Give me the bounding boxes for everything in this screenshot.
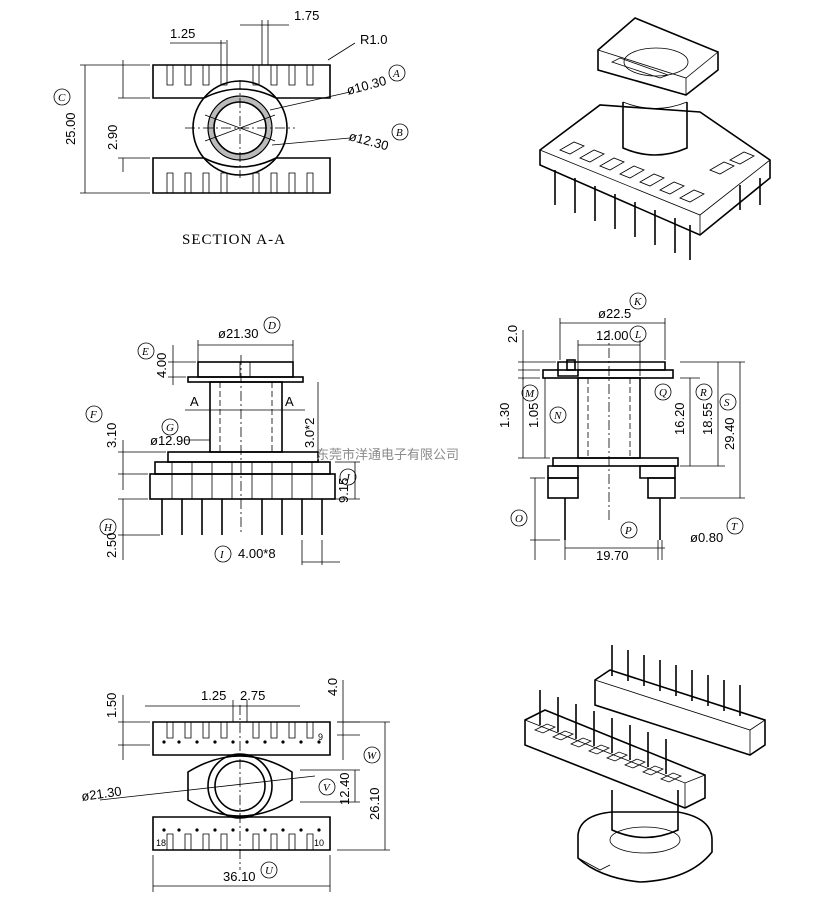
dim-3-0x2: 3.0*2 xyxy=(302,418,317,448)
balloon-e xyxy=(137,342,155,360)
balloon-f-label: F xyxy=(89,409,97,421)
dim-4-00x8: 4.00*8 xyxy=(238,546,276,561)
pin-label-9: 9 xyxy=(318,732,323,742)
balloon-a xyxy=(388,64,406,82)
dim-4-0: 4.0 xyxy=(325,678,340,696)
balloon-s xyxy=(719,393,737,411)
dim-d0-80: ø0.80 xyxy=(690,530,723,545)
dim-36-10: 36.10 xyxy=(223,869,256,884)
company-watermark: 东莞市洋通电子有限公司 xyxy=(316,447,459,463)
balloon-h xyxy=(99,518,117,536)
balloon-r xyxy=(695,383,713,401)
balloon-e-label: E xyxy=(141,346,149,358)
balloon-t xyxy=(726,517,744,535)
dim-3-10: 3.10 xyxy=(104,423,119,448)
dim-bottom-d21-30: ø21.30 xyxy=(80,783,122,803)
balloon-r-label: R xyxy=(699,387,707,399)
section-view: 1.25 1.75 R1.0 ø10.30 ø12.30 25.00 2.90 … xyxy=(53,8,409,248)
dim-r1: R1.0 xyxy=(360,32,387,47)
front-view: A A xyxy=(85,316,360,565)
balloon-k-label: K xyxy=(633,296,642,308)
dim-4-00: 4.00 xyxy=(154,353,169,378)
balloon-n xyxy=(549,406,567,424)
balloon-q-label: Q xyxy=(659,387,667,399)
balloon-s-label: S xyxy=(724,397,730,409)
dim-12-40: 12.40 xyxy=(337,772,352,805)
balloon-l-label: L xyxy=(634,329,641,341)
dim-2-0: 2.0 xyxy=(505,325,520,343)
dim-d12-90: ø12.90 xyxy=(150,433,190,448)
balloon-h-label: H xyxy=(103,522,113,534)
dim-d10-30: ø10.30 xyxy=(345,73,388,98)
balloon-b xyxy=(391,123,409,141)
balloon-l xyxy=(629,325,647,343)
dim-26-10: 26.10 xyxy=(367,787,382,820)
balloon-u xyxy=(260,861,278,879)
balloon-i-label: I xyxy=(219,549,225,561)
balloon-f xyxy=(85,405,103,423)
dim-1-25: 1.25 xyxy=(170,26,195,41)
dim-29-40: 29.40 xyxy=(722,417,737,450)
balloon-j xyxy=(339,468,357,486)
balloon-u-label: U xyxy=(265,865,274,877)
balloon-i xyxy=(214,545,232,563)
balloon-m xyxy=(521,384,539,402)
dim-1-05: 1.05 xyxy=(526,403,541,428)
balloon-a-label: A xyxy=(392,68,400,80)
balloon-k xyxy=(629,292,647,310)
iso-view-top xyxy=(539,17,771,260)
dim-1-30: 1.30 xyxy=(497,403,512,428)
balloon-d xyxy=(263,316,281,334)
dim-2-90: 2.90 xyxy=(105,125,120,150)
dim-1-50: 1.50 xyxy=(104,693,119,718)
section-a-left: A xyxy=(190,394,199,409)
balloon-v xyxy=(318,778,336,796)
balloon-n-label: N xyxy=(553,410,562,422)
bottom-view: 9 18 10 1.50 1.25 2.75 4.0 ø21.30 12.40 … xyxy=(80,678,390,892)
balloon-d-label: D xyxy=(267,320,276,332)
dim-9-15: 9.15 xyxy=(336,478,351,503)
dim-d12-30: ø12.30 xyxy=(347,128,390,153)
dim-18-55: 18.55 xyxy=(700,402,715,435)
iso-view-bottom xyxy=(524,645,766,883)
balloon-o xyxy=(510,509,528,527)
dim-d21-30: ø21.30 xyxy=(218,326,258,341)
dim-16-20: 16.20 xyxy=(672,402,687,435)
balloon-g-label: G xyxy=(166,422,174,434)
balloon-p xyxy=(620,521,638,539)
balloon-c xyxy=(53,88,71,106)
balloon-v-label: V xyxy=(323,782,331,794)
balloon-t-label: T xyxy=(731,521,738,533)
balloon-w-label: W xyxy=(367,750,377,762)
balloon-q xyxy=(654,383,672,401)
dim-19-70: 19.70 xyxy=(596,548,629,563)
balloon-o-label: O xyxy=(515,513,523,525)
balloon-c-label: C xyxy=(58,92,66,104)
balloon-j-label: J xyxy=(345,472,351,484)
balloon-g xyxy=(161,418,179,436)
dim-bottom-1-25: 1.25 xyxy=(201,688,226,703)
section-title: SECTION A-A xyxy=(182,232,286,248)
balloon-w xyxy=(363,746,381,764)
balloon-m-label: M xyxy=(524,388,535,400)
dim-12-00: 12.00 xyxy=(596,328,629,343)
dim-d22-5: ø22.5 xyxy=(598,306,631,321)
side-view: ø22.5 12.00 2.0 1.30 1.05 16.20 18.55 29… xyxy=(497,292,745,563)
balloon-p-label: P xyxy=(624,525,632,537)
dim-2-75: 2.75 xyxy=(240,688,265,703)
dim-1-75: 1.75 xyxy=(294,8,319,23)
pin-label-10: 10 xyxy=(314,838,324,848)
balloon-b-label: B xyxy=(396,127,403,139)
section-a-right: A xyxy=(285,394,294,409)
pin-label-18: 18 xyxy=(156,838,166,848)
dim-25-00: 25.00 xyxy=(63,112,78,145)
dim-2-50: 2.50 xyxy=(104,533,119,558)
